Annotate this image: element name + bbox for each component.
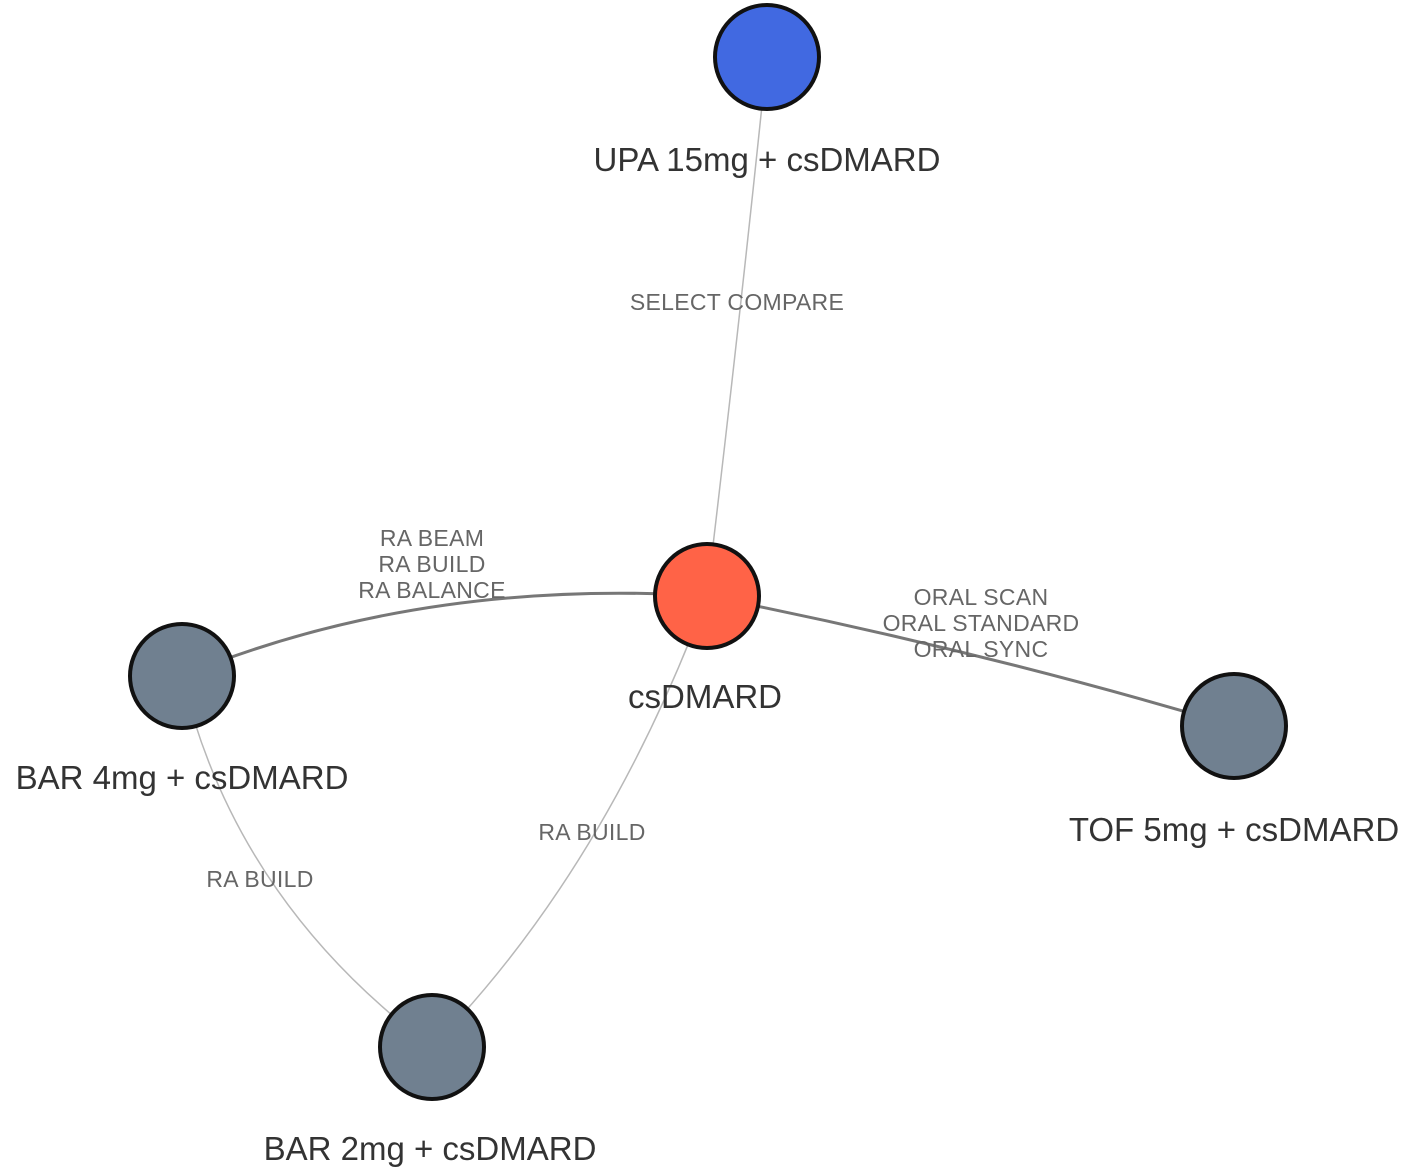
edge-bar4-csdmard	[181, 591, 708, 678]
edge-label-csdmard-tof5-0: ORAL SCAN	[914, 584, 1049, 610]
edge-label-bar4-csdmard-0: RA BEAM	[380, 525, 484, 551]
node-csdmard[interactable]	[653, 542, 761, 650]
edge-bar4-bar2	[181, 675, 433, 1048]
node-bar4[interactable]	[128, 622, 236, 730]
edge-csdmard-tof5	[706, 594, 1235, 728]
edge-upa15-csdmard	[706, 56, 768, 597]
node-tof5[interactable]	[1180, 672, 1288, 780]
node-label-csdmard: csDMARD	[628, 678, 782, 715]
node-label-bar2: BAR 2mg + csDMARD	[264, 1130, 597, 1167]
edges-layer	[181, 56, 1235, 1048]
node-label-upa15: UPA 15mg + csDMARD	[594, 141, 941, 178]
edge-label-bar4-csdmard-1: RA BUILD	[378, 551, 485, 577]
edge-csdmard-bar2	[431, 595, 708, 1048]
node-label-bar4: BAR 4mg + csDMARD	[16, 759, 349, 796]
edge-label-upa15-csdmard-0: SELECT COMPARE	[630, 289, 844, 315]
edge-label-csdmard-tof5-1: ORAL STANDARD	[883, 610, 1080, 636]
node-upa15[interactable]	[713, 3, 821, 111]
nodes-layer: csDMARD UPA 15mg + csDMARD BAR 4mg + csDMA…	[16, 3, 1399, 1167]
edge-label-csdmard-tof5-2: ORAL SYNC	[914, 636, 1049, 662]
node-bar2[interactable]	[378, 993, 486, 1101]
edge-label-bar4-bar2-0: RA BUILD	[206, 866, 313, 892]
node-label-tof5: TOF 5mg + csDMARD	[1069, 811, 1399, 848]
edge-label-csdmard-bar2-0: RA BUILD	[538, 819, 645, 845]
edge-label-bar4-csdmard-2: RA BALANCE	[358, 577, 505, 603]
